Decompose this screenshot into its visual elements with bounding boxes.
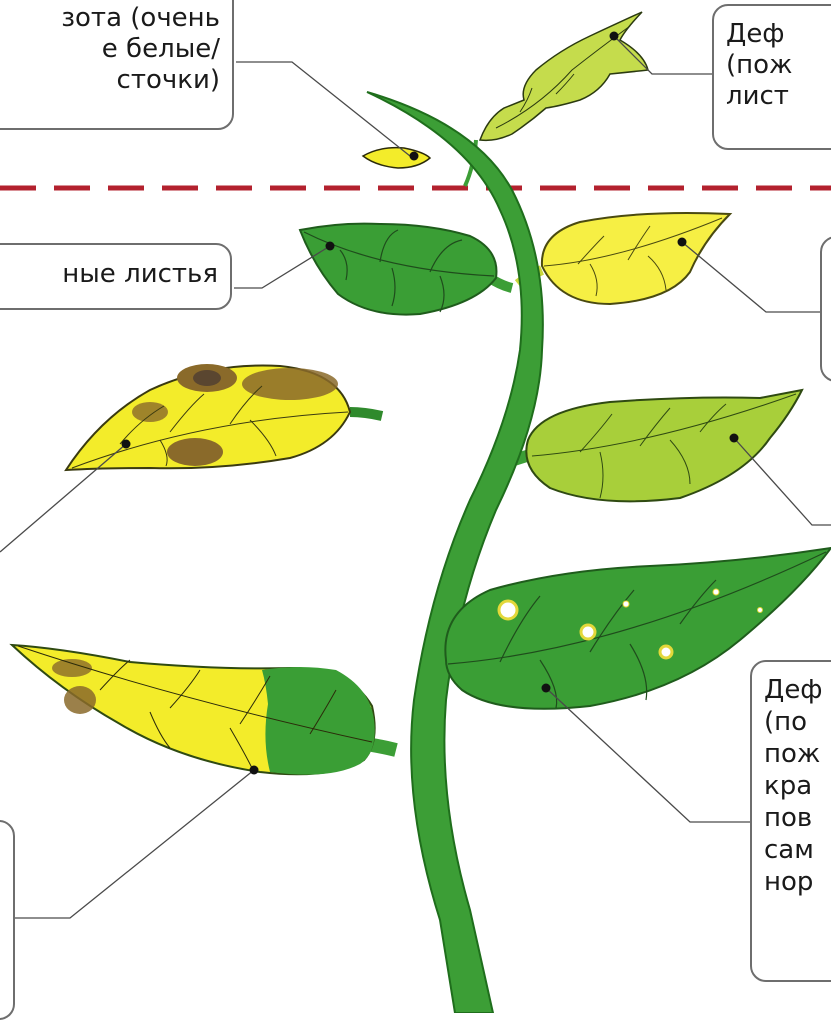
callout-bottom-right: Деф (по пож кра пов сам нор <box>750 660 831 982</box>
callout-middle-left: ные листья <box>0 243 232 310</box>
callout-top-right: Деф (пож лист <box>712 4 831 150</box>
callout-bottom-left <box>0 820 15 1020</box>
leaf-upper-dark-green <box>300 224 496 315</box>
callout-middle-right <box>820 236 831 382</box>
callout-top-left: зота (очень е белые/ сточки) <box>0 0 234 130</box>
leaf-top-small-yellow <box>363 148 430 168</box>
leaf-middle-yellow-green <box>526 390 802 501</box>
